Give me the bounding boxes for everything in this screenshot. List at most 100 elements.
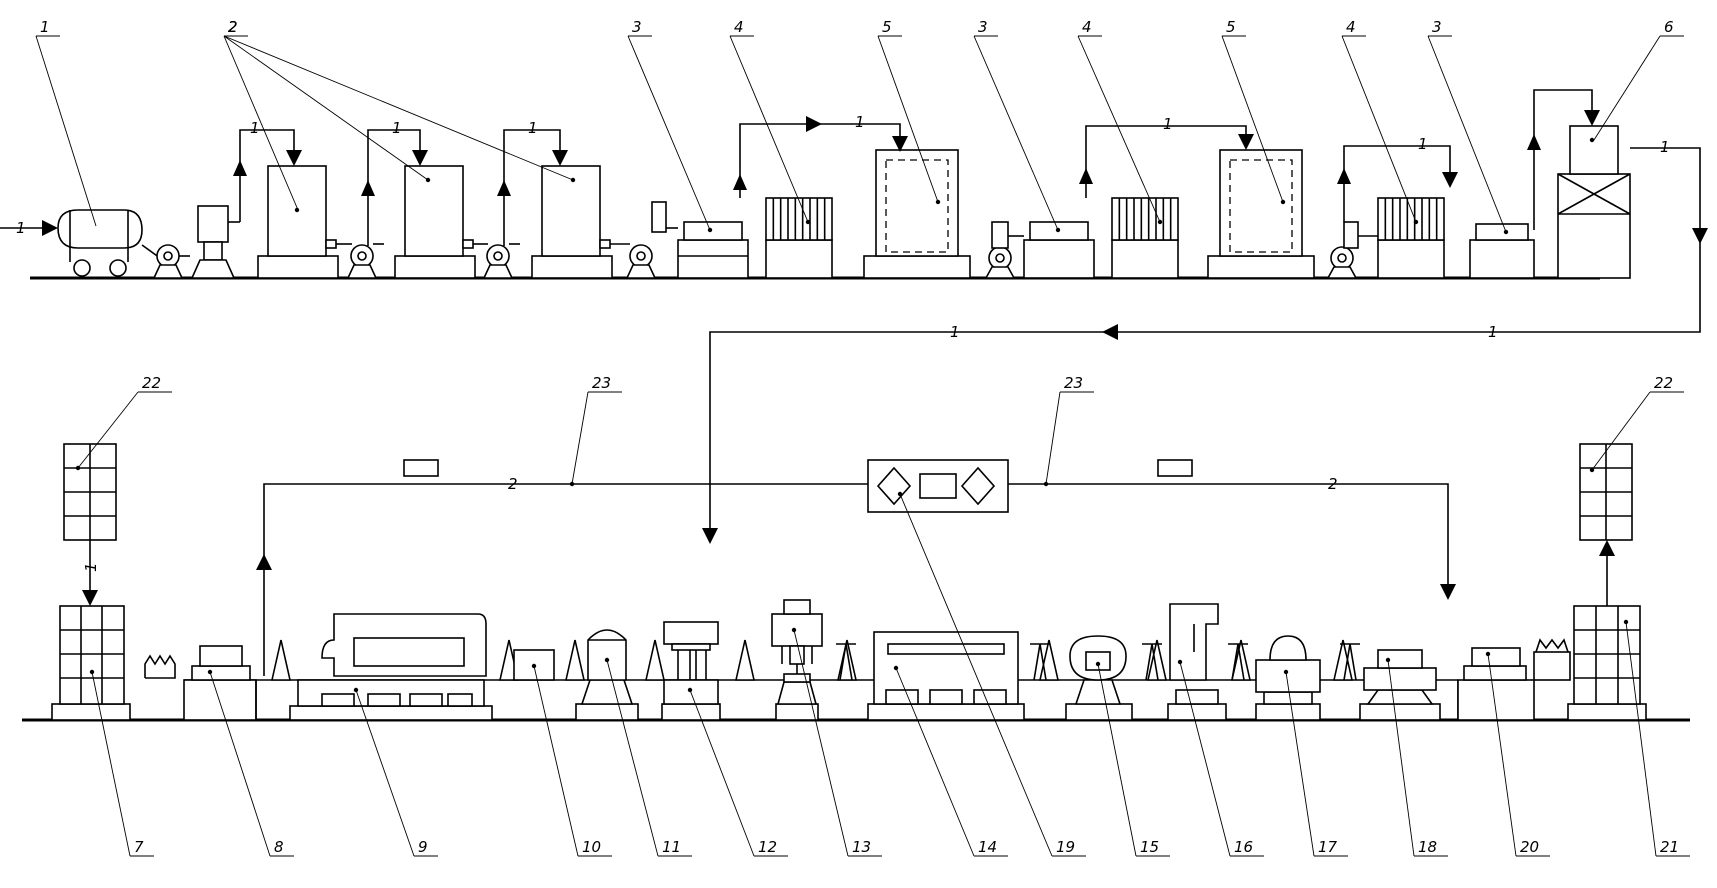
callout-number: 20 <box>1520 838 1539 856</box>
mixer-a <box>677 221 749 279</box>
pump-c <box>462 239 520 279</box>
support-leg <box>1145 643 1159 681</box>
callout-leader <box>1387 659 1415 857</box>
support-triangle <box>735 639 755 681</box>
flow-labels-2: 2 2 <box>508 475 1338 493</box>
callout-number: 17 <box>1318 838 1338 856</box>
flow-label: 1 <box>82 562 100 572</box>
callout-number: 11 <box>662 838 681 856</box>
callout-number: 14 <box>978 838 997 856</box>
callout-number: 4 <box>1082 18 1092 36</box>
callout-leader <box>1221 35 1284 203</box>
callout-leader <box>1625 621 1657 857</box>
callout-number: 19 <box>1056 838 1075 856</box>
flow-label: 1 <box>1418 135 1428 153</box>
callout-leader <box>899 493 1053 857</box>
callout-leader <box>793 629 849 857</box>
support-triangle <box>837 639 857 681</box>
support-triangle <box>271 639 291 681</box>
flow-label: 1 <box>250 119 260 137</box>
callout-number: 2 <box>228 18 238 36</box>
dome-machine <box>575 629 639 721</box>
column-press <box>661 621 721 721</box>
callout-leader <box>1045 391 1061 485</box>
flow-label: 2 <box>1328 475 1338 493</box>
callout-leader <box>209 671 271 857</box>
callout-number: 22 <box>142 374 161 392</box>
flow-label: 1 <box>1488 323 1498 341</box>
storage-tank-2 <box>394 165 476 279</box>
pump-a <box>152 244 190 279</box>
callout-leader <box>627 35 711 231</box>
heat-exchanger-a <box>765 197 833 279</box>
input-station <box>183 645 257 721</box>
callout-leader <box>877 35 939 203</box>
mixer-c <box>1469 223 1535 279</box>
conveyor-supports <box>271 639 1360 681</box>
dryer-unit <box>1557 125 1631 279</box>
callout-number: 8 <box>274 838 284 856</box>
callout-leader <box>895 667 975 857</box>
support-triangle <box>565 639 585 681</box>
callout-number: 3 <box>632 18 642 36</box>
storage-tank-3 <box>531 165 613 279</box>
pump-b <box>325 239 384 279</box>
callout-leader <box>1285 671 1315 857</box>
dome-press <box>1255 635 1321 721</box>
callout-number: 9 <box>418 838 428 856</box>
callout-leader <box>77 391 139 469</box>
callout-leader <box>1341 35 1417 223</box>
support-leg <box>1231 643 1245 681</box>
callout-leader <box>355 689 415 857</box>
filter-unit <box>190 205 240 279</box>
output-station <box>1457 647 1535 721</box>
storage-rack-right <box>1579 443 1633 541</box>
flow-label: 1 <box>1660 138 1670 156</box>
flow-label: 1 <box>392 119 402 137</box>
parts-bin-right <box>1533 638 1571 681</box>
callout-number: 13 <box>852 838 871 856</box>
tank-cart <box>57 209 161 277</box>
flow-label: 2 <box>508 475 518 493</box>
callout-number: 7 <box>134 838 144 856</box>
flow-label: 1 <box>528 119 538 137</box>
callout-number: 2 <box>228 18 238 36</box>
callout-leader <box>606 659 659 857</box>
callout-leader <box>1487 653 1517 857</box>
support-triangle <box>1147 639 1167 681</box>
inspection-box <box>513 649 555 681</box>
callout-leader <box>91 671 131 857</box>
callout-number: 6 <box>1664 18 1674 36</box>
callout-leader <box>1077 35 1161 223</box>
callout-leader <box>223 35 574 181</box>
callout-number: 3 <box>978 18 988 36</box>
pump-d <box>599 201 678 279</box>
callout-number: 3 <box>1432 18 1442 36</box>
callout-leader <box>223 35 299 211</box>
storage-tank-1 <box>257 165 339 279</box>
callout-number: 23 <box>592 374 611 392</box>
callout-number: 10 <box>582 838 601 856</box>
processing-chamber-a <box>863 149 971 279</box>
feed-inlet-arrow: 1 <box>0 219 58 237</box>
long-bed-machine <box>867 631 1025 721</box>
incoming-rack <box>51 605 131 721</box>
callout-leader <box>1427 35 1507 233</box>
storage-rack-left: 1 <box>63 443 117 606</box>
callout-number: 23 <box>1064 374 1083 392</box>
c-frame-press <box>1167 603 1227 721</box>
callout-leader <box>223 35 429 181</box>
callout-leader <box>35 35 97 227</box>
transport-line-2 <box>256 459 1456 676</box>
callout-number: 4 <box>1346 18 1356 36</box>
transport-cart-right <box>1157 459 1193 477</box>
heat-exchanger-b <box>1111 197 1179 279</box>
support-leg <box>1033 643 1047 681</box>
callout-leader <box>533 665 579 857</box>
callout-leader <box>1097 663 1137 857</box>
output-press <box>1359 649 1441 721</box>
callout-number: 12 <box>758 838 777 856</box>
callout-number: 22 <box>1654 374 1673 392</box>
